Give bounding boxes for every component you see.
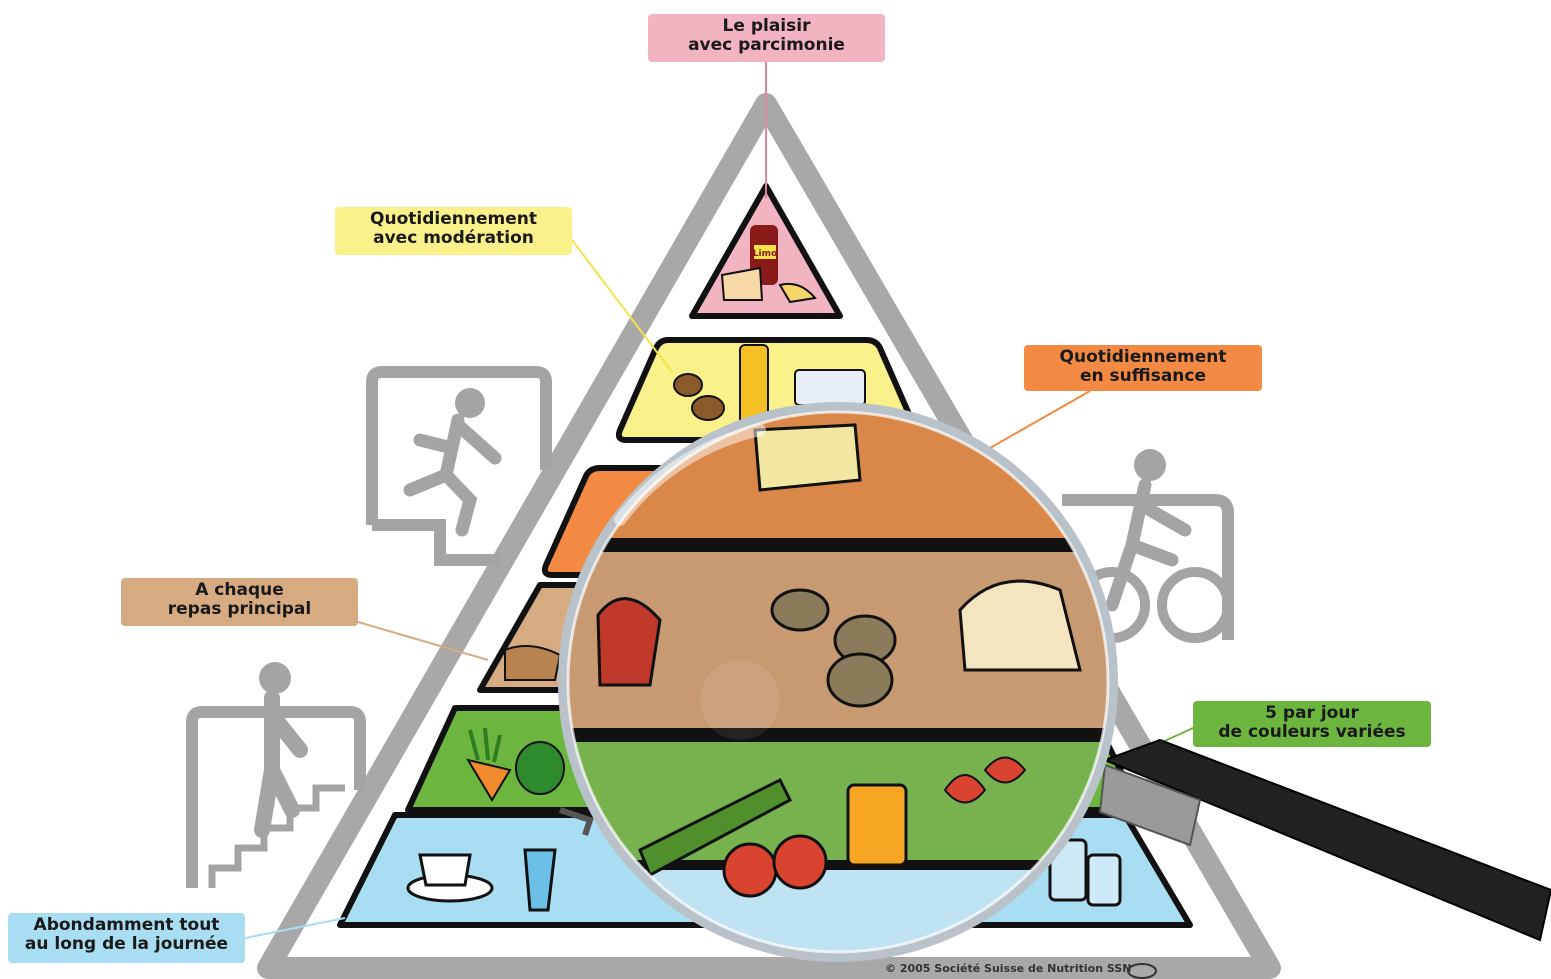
label-couleurs: 5 par jour de couleurs variées: [1193, 701, 1431, 747]
label-plaisir-line1: Le plaisir: [722, 16, 811, 36]
label-couleurs-line2: de couleurs variées: [1218, 722, 1406, 742]
label-repas-line1: A chaque: [195, 580, 284, 600]
label-abondamment-line1: Abondamment tout: [33, 915, 220, 935]
label-moderation-line2: avec modération: [373, 228, 534, 248]
connector-lines: [244, 62, 1194, 939]
runner-icon: [366, 366, 552, 566]
label-suffisance-line2: en suffisance: [1079, 366, 1207, 386]
label-repas: A chaque repas principal: [121, 578, 358, 626]
ssn-logo-icon: [1127, 963, 1157, 979]
label-abondamment: Abondamment tout au long de la journée: [8, 913, 245, 963]
tier-sweets: Limo: [689, 183, 843, 319]
label-suffisance: Quotidiennement en suffisance: [1024, 345, 1262, 391]
label-abondamment-line2: au long de la journée: [24, 934, 229, 954]
limo-label: Limo: [753, 249, 777, 259]
label-moderation-line1: Quotidiennement: [370, 209, 537, 229]
stair-climber-icon: [186, 662, 366, 888]
label-plaisir: Le plaisir avec parcimonie: [648, 14, 885, 62]
label-suffisance-line1: Quotidiennement: [1059, 347, 1227, 367]
label-repas-line2: repas principal: [167, 599, 312, 619]
label-couleurs-line1: 5 par jour: [1265, 703, 1359, 723]
label-moderation: Quotidiennement avec modération: [335, 207, 572, 255]
label-plaisir-line2: avec parcimonie: [688, 35, 845, 55]
magnifying-glass-icon: [558, 402, 1551, 962]
copyright-text: © 2005 Société Suisse de Nutrition SSN: [885, 962, 1132, 975]
